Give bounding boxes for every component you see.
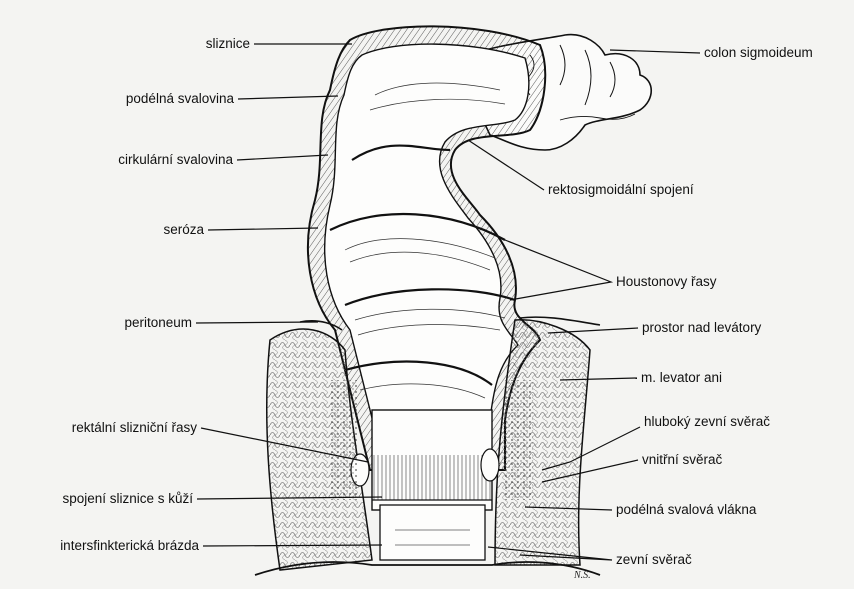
anal-canal <box>372 410 492 560</box>
label-peritoneum: peritoneum <box>80 315 192 331</box>
artist-signature: N.S. <box>574 570 591 581</box>
label-podelna-svalovina: podélná svalovina <box>80 91 234 107</box>
label-colon-sigmoideum: colon sigmoideum <box>704 45 813 61</box>
label-cirkularni-svalovina: cirkulární svalovina <box>50 152 233 168</box>
label-seroza: seróza <box>120 222 204 238</box>
label-spojeni-sliznice-s-kuzi: spojení sliznice s kůží <box>10 491 193 507</box>
label-houstonovy-rasy: Houstonovy řasy <box>616 274 717 290</box>
label-hluboky-zevni-sverac: hluboký zevní svěrač <box>644 414 770 430</box>
label-podelna-svalova-vlakna: podélná svalová vlákna <box>616 502 756 518</box>
label-rektosigmoidalni-spojeni: rektosigmoidální spojení <box>548 182 694 198</box>
label-prostor-nad-levatory: prostor nad levátory <box>642 320 761 336</box>
label-sliznice: sliznice <box>160 36 250 52</box>
label-rektalni-slizniční-rasy: rektální slizniční řasy <box>20 420 197 436</box>
label-m-levator-ani: m. levator ani <box>641 370 722 386</box>
label-zevni-sverac: zevní svěrač <box>616 552 692 568</box>
label-vnitrni-sverac: vnitřní svěrač <box>642 452 722 468</box>
label-intersfinktericka-brazda: intersfinkterická brázda <box>0 538 199 554</box>
